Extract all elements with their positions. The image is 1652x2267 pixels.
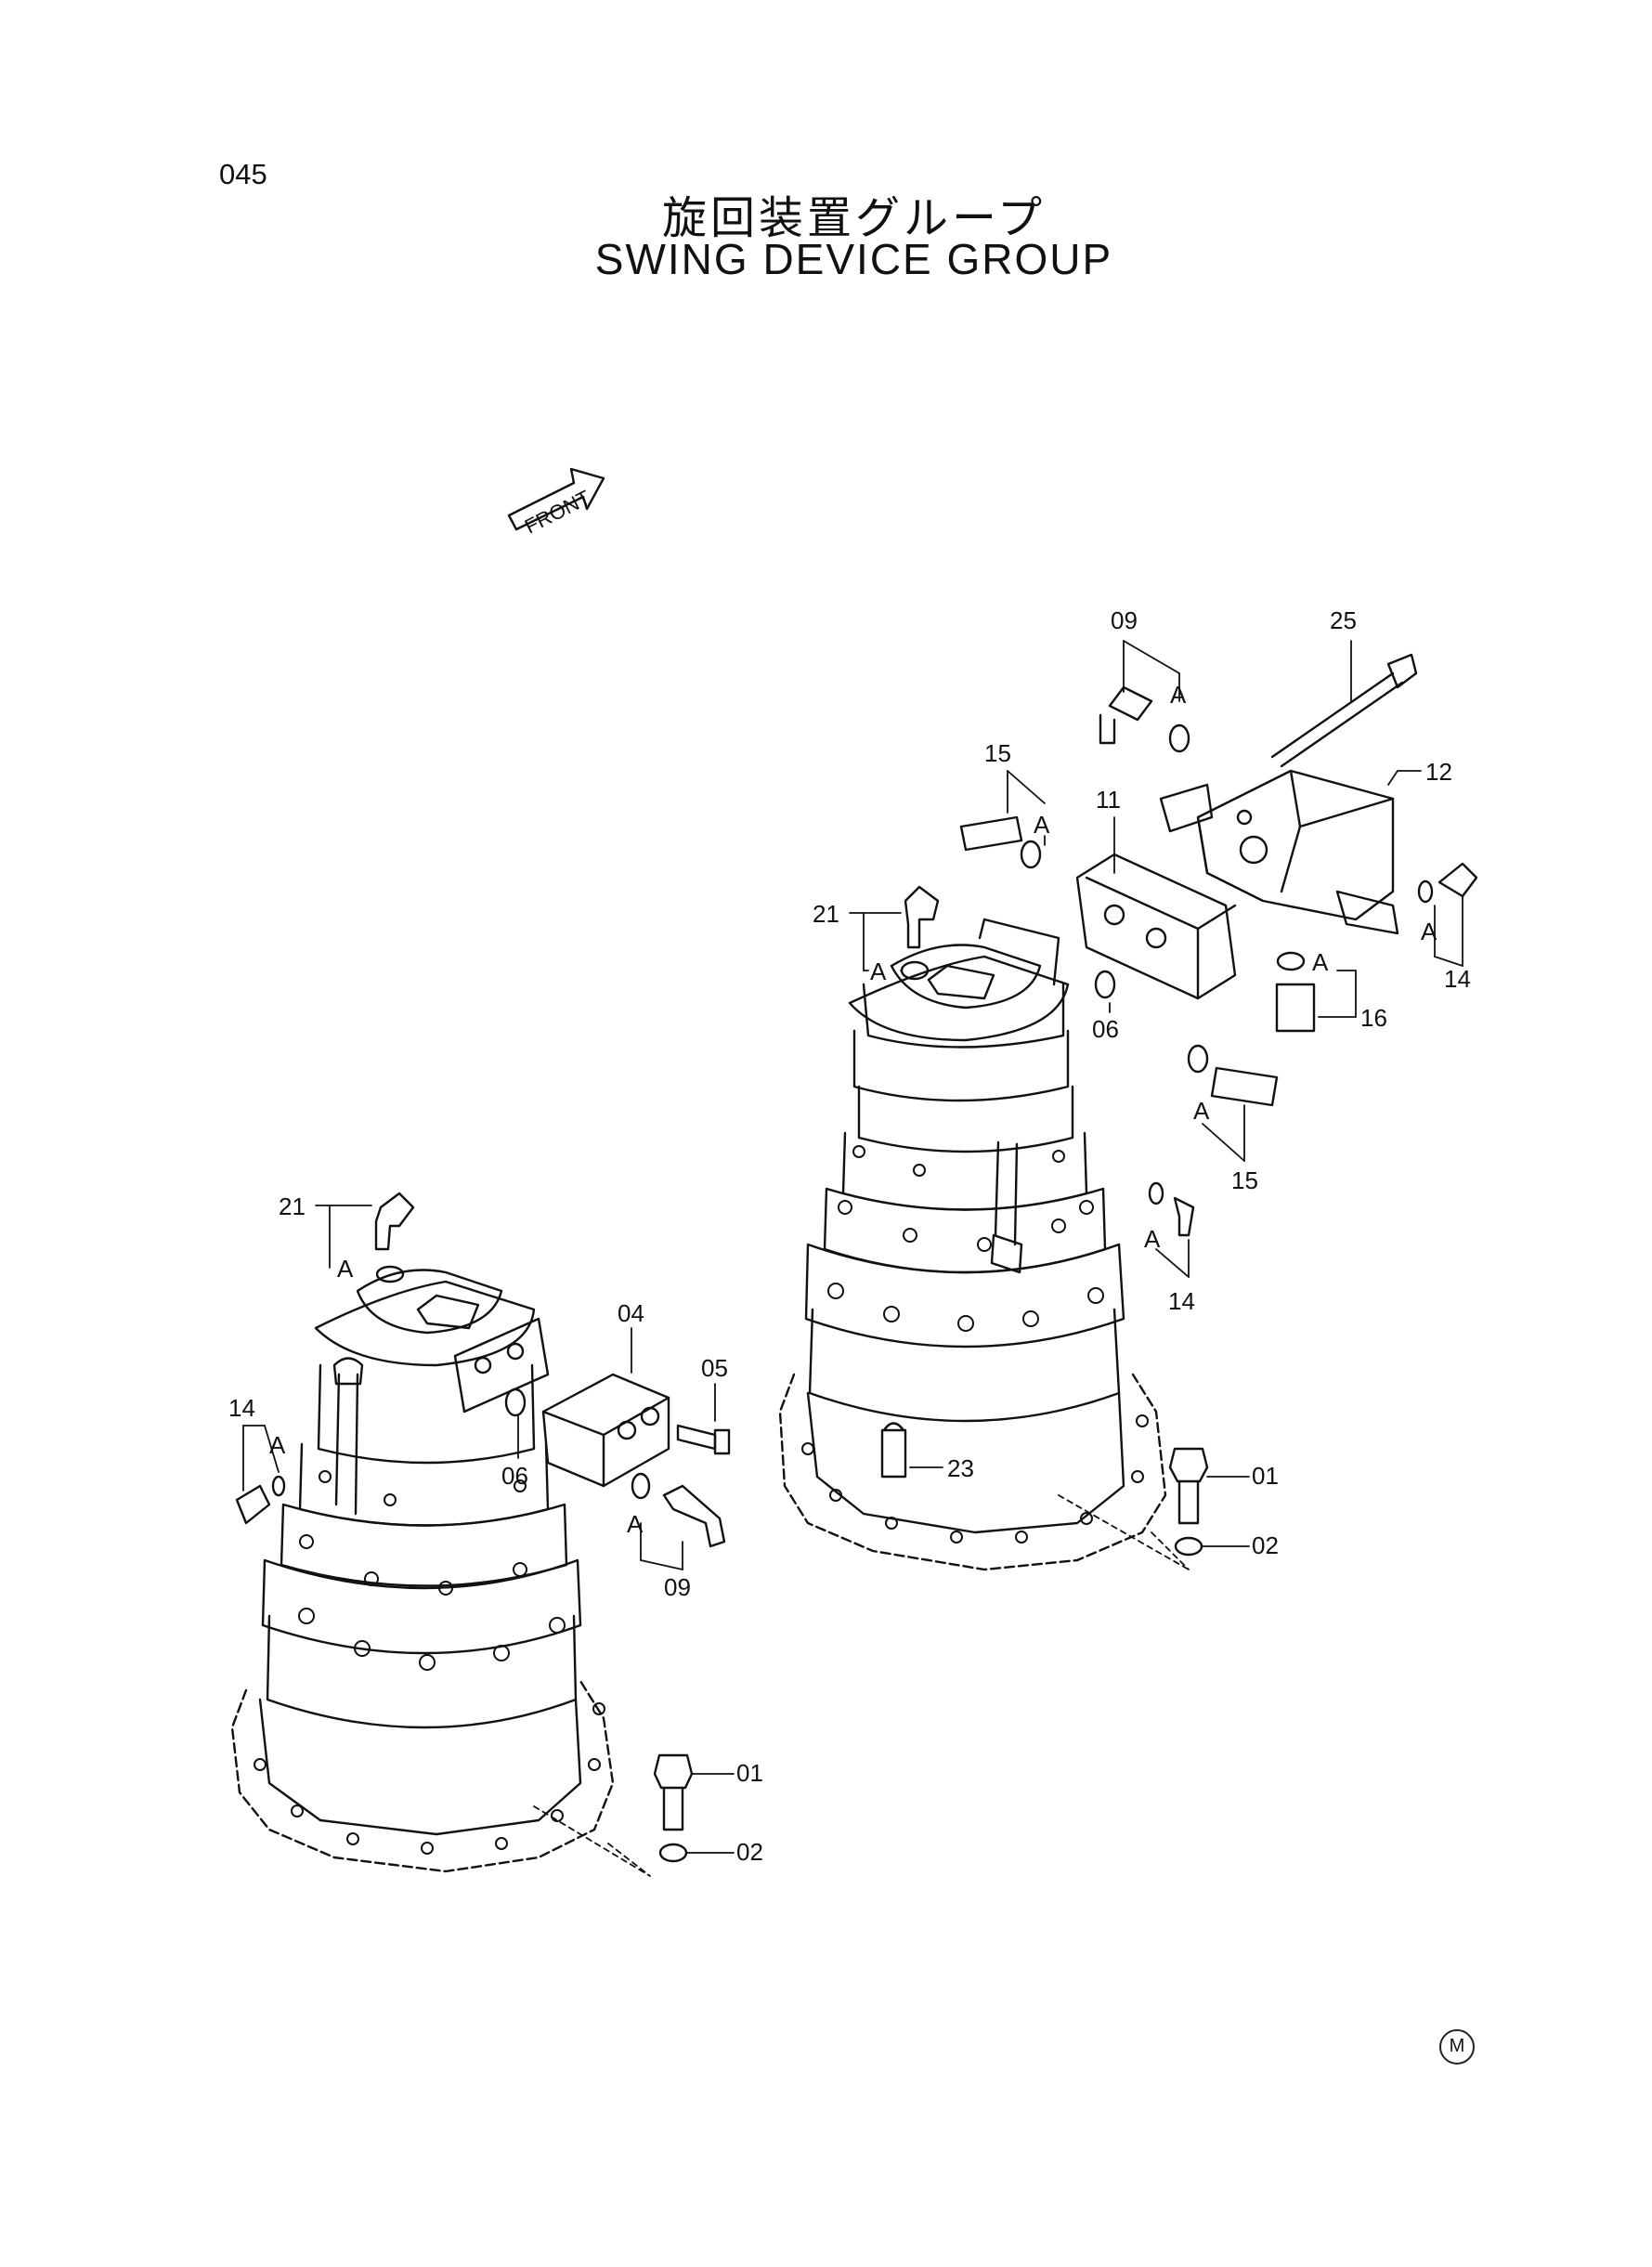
callout-01-right: 01: [1252, 1462, 1279, 1490]
callout-A-09: A: [1170, 681, 1187, 709]
callout-09-top: 09: [1111, 606, 1138, 634]
page-number: 045: [219, 158, 267, 190]
callout-02-left: 02: [736, 1838, 763, 1866]
callout-25: 25: [1330, 606, 1357, 634]
page-title-japanese: 旋回装置グループ: [661, 192, 1047, 244]
callout-23: 23: [947, 1454, 974, 1482]
callout-A-14-top: A: [1421, 918, 1437, 945]
callout-16: 16: [1360, 1004, 1387, 1032]
callout-A-15-top: A: [1034, 811, 1050, 839]
callout-15-top: 15: [984, 739, 1011, 767]
front-label: FRONT: [521, 486, 594, 539]
callout-11: 11: [1096, 786, 1121, 814]
swing-motor-assembly-left: [230, 1192, 731, 1877]
callout-14-left: 14: [228, 1394, 255, 1422]
callout-21-top: 21: [813, 900, 839, 928]
callout-21-left: 21: [279, 1192, 306, 1220]
callout-A-16: A: [1312, 948, 1329, 976]
callout-A-21-left: A: [337, 1255, 354, 1283]
callout-06-top: 06: [1092, 1015, 1119, 1043]
callout-06-left: 06: [501, 1462, 528, 1490]
swing-motor-assembly-right: [778, 653, 1478, 1571]
callout-09-left: 09: [664, 1573, 691, 1601]
callout-A-09-left: A: [627, 1510, 644, 1538]
callout-15-bot: 15: [1231, 1166, 1258, 1194]
callout-labels: 09 25 A 15 A 11 12 21 A 06 A 14 A 16 A 1…: [228, 606, 1471, 1866]
callout-14-top: 14: [1444, 965, 1471, 993]
callout-A-15-bot: A: [1193, 1097, 1210, 1125]
callout-01-left: 01: [736, 1759, 763, 1787]
callout-A-14-mid: A: [1144, 1225, 1161, 1253]
callout-02-right: 02: [1252, 1531, 1279, 1559]
leader-lines: [242, 640, 1463, 1854]
front-arrow-icon: FRONT: [507, 467, 605, 539]
page-title-english: SWING DEVICE GROUP: [594, 235, 1113, 283]
callout-12: 12: [1425, 758, 1452, 786]
callout-04: 04: [618, 1299, 644, 1327]
manufacturer-mark: M: [1439, 2029, 1475, 2065]
callout-A-14-left: A: [269, 1431, 286, 1459]
callout-14-mid: 14: [1168, 1287, 1195, 1315]
callout-A-21-top: A: [870, 958, 887, 985]
callout-05: 05: [701, 1354, 728, 1382]
